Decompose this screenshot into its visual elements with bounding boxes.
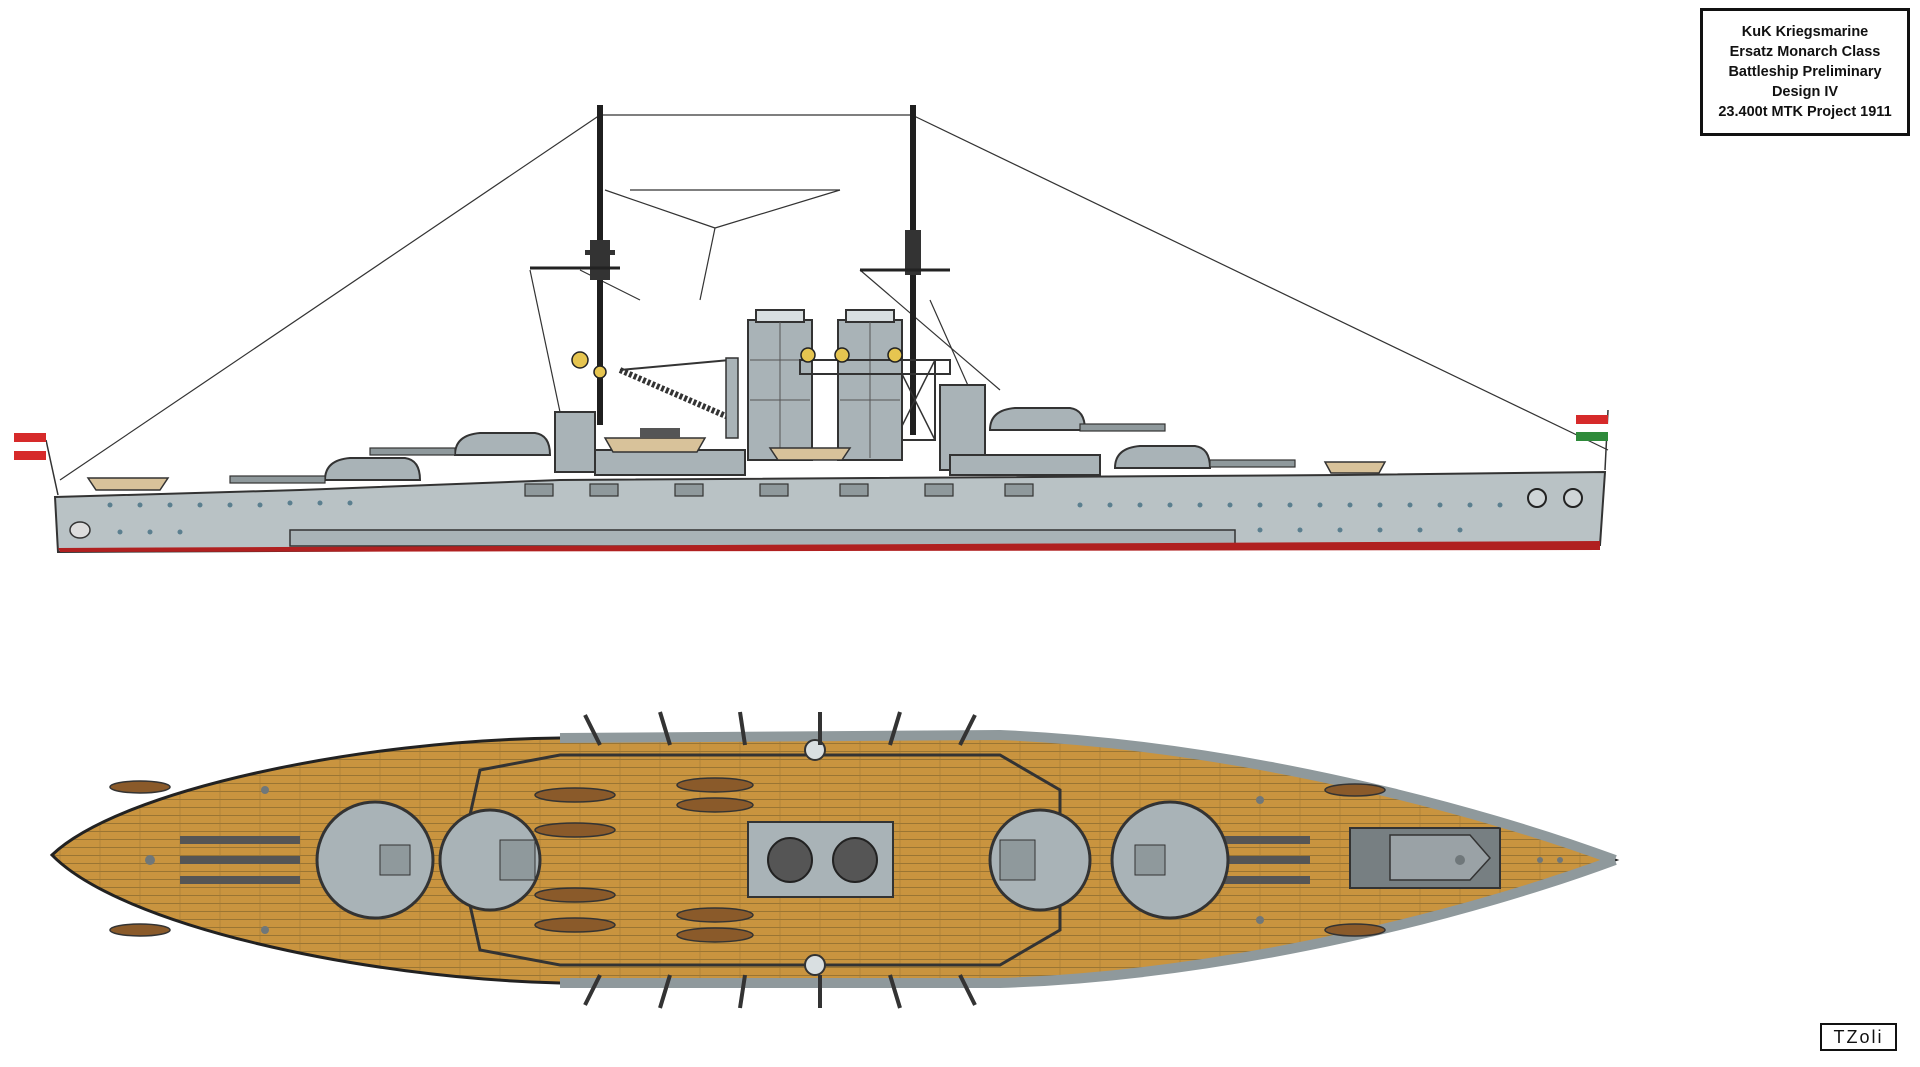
title-block: KuK Kriegsmarine Ersatz Monarch Class Ba… [1700, 8, 1910, 136]
turret-B-plan [438, 808, 542, 912]
turret-Y-plan [1110, 800, 1310, 920]
hungarian-ensign-icon [1576, 409, 1609, 471]
title-line-type: Battleship Preliminary [1728, 64, 1882, 80]
imperial-crest-icon [69, 488, 1583, 539]
turret-A-side [229, 457, 422, 484]
title-line-project: 23.400t MTK Project 1911 [1718, 104, 1892, 120]
side-elevation [14, 105, 1609, 554]
funnel-aft [837, 309, 903, 461]
hull-side [53, 470, 1607, 554]
deck-boats [109, 777, 1386, 943]
secondary-guns-plan [583, 711, 977, 1009]
title-line-class: Ersatz Monarch Class [1729, 44, 1881, 60]
turret-A-plan [180, 800, 435, 920]
boat-crane [618, 357, 739, 439]
portholes [107, 500, 1503, 535]
aft-superstructure [939, 384, 1101, 476]
central-superstructure [458, 739, 1062, 976]
deck-fittings [145, 786, 1563, 934]
turret-Y-side [1113, 445, 1296, 469]
deck-plan [49, 711, 1620, 1009]
forward-superstructure [554, 411, 746, 476]
austrian-ensign-icon [14, 433, 59, 496]
funnel-aft-top [832, 837, 878, 883]
title-line-navy: KuK Kriegsmarine [1741, 24, 1869, 40]
searchlight-platform [799, 347, 951, 375]
turret-X-side [988, 407, 1166, 432]
foremast [530, 105, 620, 425]
casemate-guns [524, 483, 1034, 497]
artist-signature: TZoli [1820, 1023, 1897, 1051]
rigging [59, 114, 1609, 481]
funnel-fore-top [767, 837, 813, 883]
boats-amidships [86, 428, 1387, 491]
turret-B-side [369, 432, 552, 456]
funnel-fore [747, 309, 813, 461]
turret-X-plan [988, 808, 1092, 912]
title-line-design: Design IV [1771, 84, 1839, 100]
